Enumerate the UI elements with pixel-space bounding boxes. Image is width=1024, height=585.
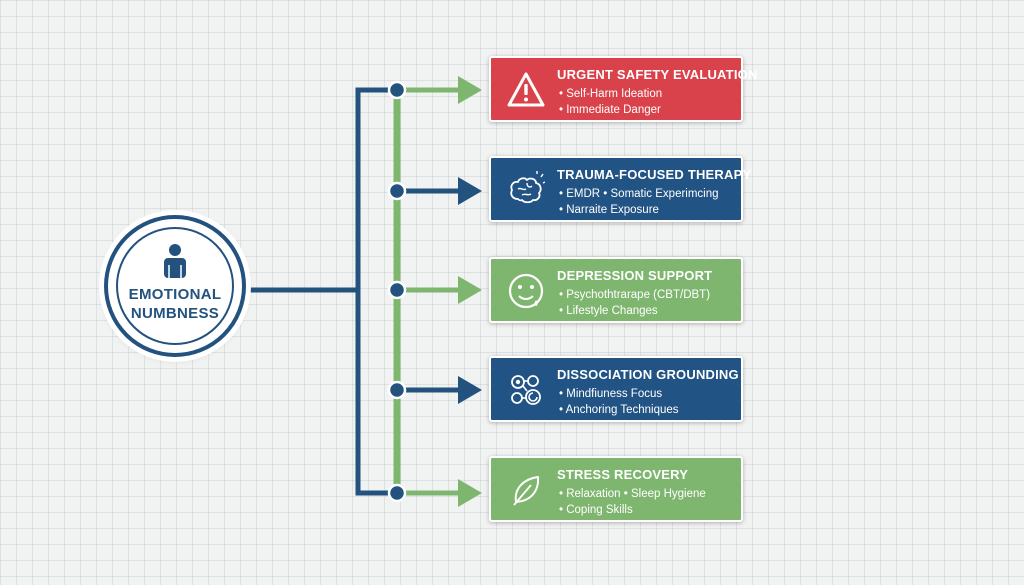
card-item: Anchoring Techniques <box>559 402 679 418</box>
card-title: URGENT SAFETY EVALUATION <box>557 67 758 82</box>
person-icon <box>164 244 186 278</box>
card-title: DISSOCIATION GROUNDING <box>557 367 739 382</box>
hub-label: EMOTIONAL NUMBNESS <box>129 285 222 323</box>
branch-arrow-4 <box>458 376 482 404</box>
card-urgent-safety: URGENT SAFETY EVALUATION Self-Harm Ideat… <box>489 56 757 122</box>
card-stress-recovery: STRESS RECOVERY Relaxation • Sleep Hygie… <box>489 456 743 522</box>
card-item: Immediate Danger <box>559 102 662 118</box>
card-title: STRESS RECOVERY <box>557 467 689 482</box>
card-depression-support: DEPRESSION SUPPORT Psychothtrarape (CBT/… <box>489 257 743 323</box>
junction-dot-4 <box>387 380 407 400</box>
card-item: Mindfiuness Focus <box>559 386 679 402</box>
junction-dot-2 <box>387 181 407 201</box>
sad-face-icon <box>508 273 544 309</box>
card-item: EMDR • Somatic Experimcing <box>559 186 718 202</box>
card-item: Coping Skills <box>559 502 706 518</box>
card-title: TRAUMA-FOCUSED THERAPY <box>557 167 752 182</box>
card-item: Relaxation • Sleep Hygiene <box>559 486 706 502</box>
branch-arrow-3 <box>458 276 482 304</box>
brain-icon <box>510 171 545 204</box>
hub-label-line-1: EMOTIONAL <box>128 286 222 303</box>
junction-dot-5 <box>387 483 407 503</box>
hub-node: EMOTIONAL NUMBNESS <box>104 215 246 357</box>
hub-inner-ring: EMOTIONAL NUMBNESS <box>116 227 234 345</box>
branch-arrow-5 <box>458 479 482 507</box>
card-dissociation-grounding: DISSOCIATION GROUNDING Mindfiuness Focus… <box>489 356 743 422</box>
card-trauma-therapy: TRAUMA-FOCUSED THERAPY EMDR • Somatic Ex… <box>489 156 751 222</box>
grounding-icon <box>511 375 541 405</box>
branch-arrow-2 <box>458 177 482 205</box>
card-title: DEPRESSION SUPPORT <box>557 268 713 283</box>
branch-arrow-1 <box>458 76 482 104</box>
card-items: Psychothtrarape (CBT/DBT) Lifestyle Chan… <box>559 287 710 319</box>
card-items: Mindfiuness Focus Anchoring Techniques <box>559 386 679 418</box>
card-item: Psychothtrarape (CBT/DBT) <box>559 287 710 303</box>
warning-icon <box>507 72 545 107</box>
leaf-icon <box>513 476 540 506</box>
navy-bracket <box>355 87 397 496</box>
card-items: EMDR • Somatic Experimcing Narraite Expo… <box>559 186 719 218</box>
junction-dot-3 <box>387 280 407 300</box>
junction-dot-1 <box>387 80 407 100</box>
card-item: Lifestyle Changes <box>559 303 710 319</box>
hub-label-line-2: NUMBNESS <box>130 305 220 322</box>
card-items: Self-Harm Ideation Immediate Danger <box>559 86 662 118</box>
card-item: Narraite Exposure <box>559 202 719 218</box>
card-item: Self-Harm Ideation <box>559 86 662 102</box>
card-items: Relaxation • Sleep Hygiene Coping Skills <box>559 486 706 518</box>
